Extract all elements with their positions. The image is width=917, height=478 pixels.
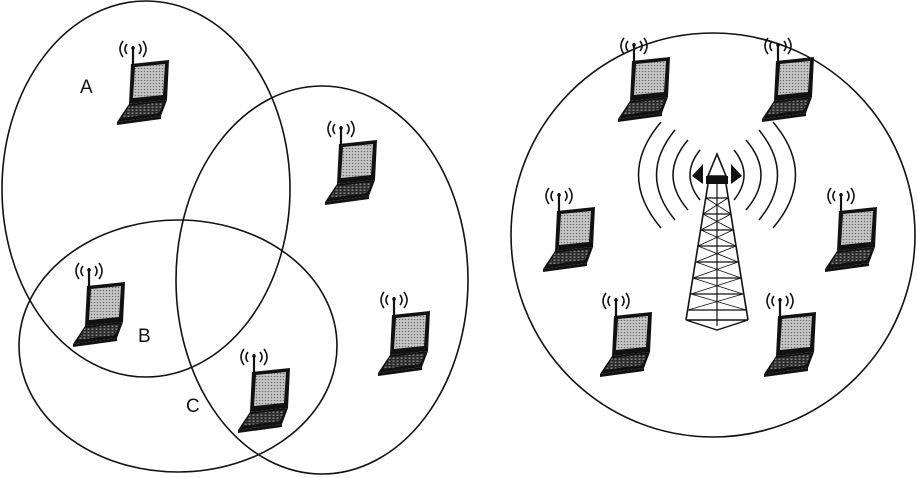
ad-hoc-network: A B C (1, 0, 469, 475)
laptop-icon (823, 186, 879, 274)
coverage-region-a (1, 0, 291, 378)
laptop-icon (541, 186, 597, 274)
laptop-icon (236, 347, 292, 435)
laptop-icon (762, 291, 818, 379)
radio-tower-icon (637, 121, 797, 331)
laptop-icon (616, 36, 672, 124)
cell-coverage-circle (510, 32, 916, 438)
laptop-icon (598, 291, 654, 379)
laptop-icon (376, 290, 432, 378)
region-label-b: B (138, 326, 151, 347)
infrastructure-network (510, 32, 916, 438)
coverage-region-b (175, 85, 469, 475)
laptop-icon (323, 119, 379, 207)
laptop-icon (760, 36, 816, 124)
laptop-icon (115, 39, 171, 127)
coverage-region-c (18, 219, 338, 473)
region-label-c: C (186, 396, 200, 417)
region-label-a: A (80, 77, 93, 98)
laptop-icon (71, 261, 127, 349)
